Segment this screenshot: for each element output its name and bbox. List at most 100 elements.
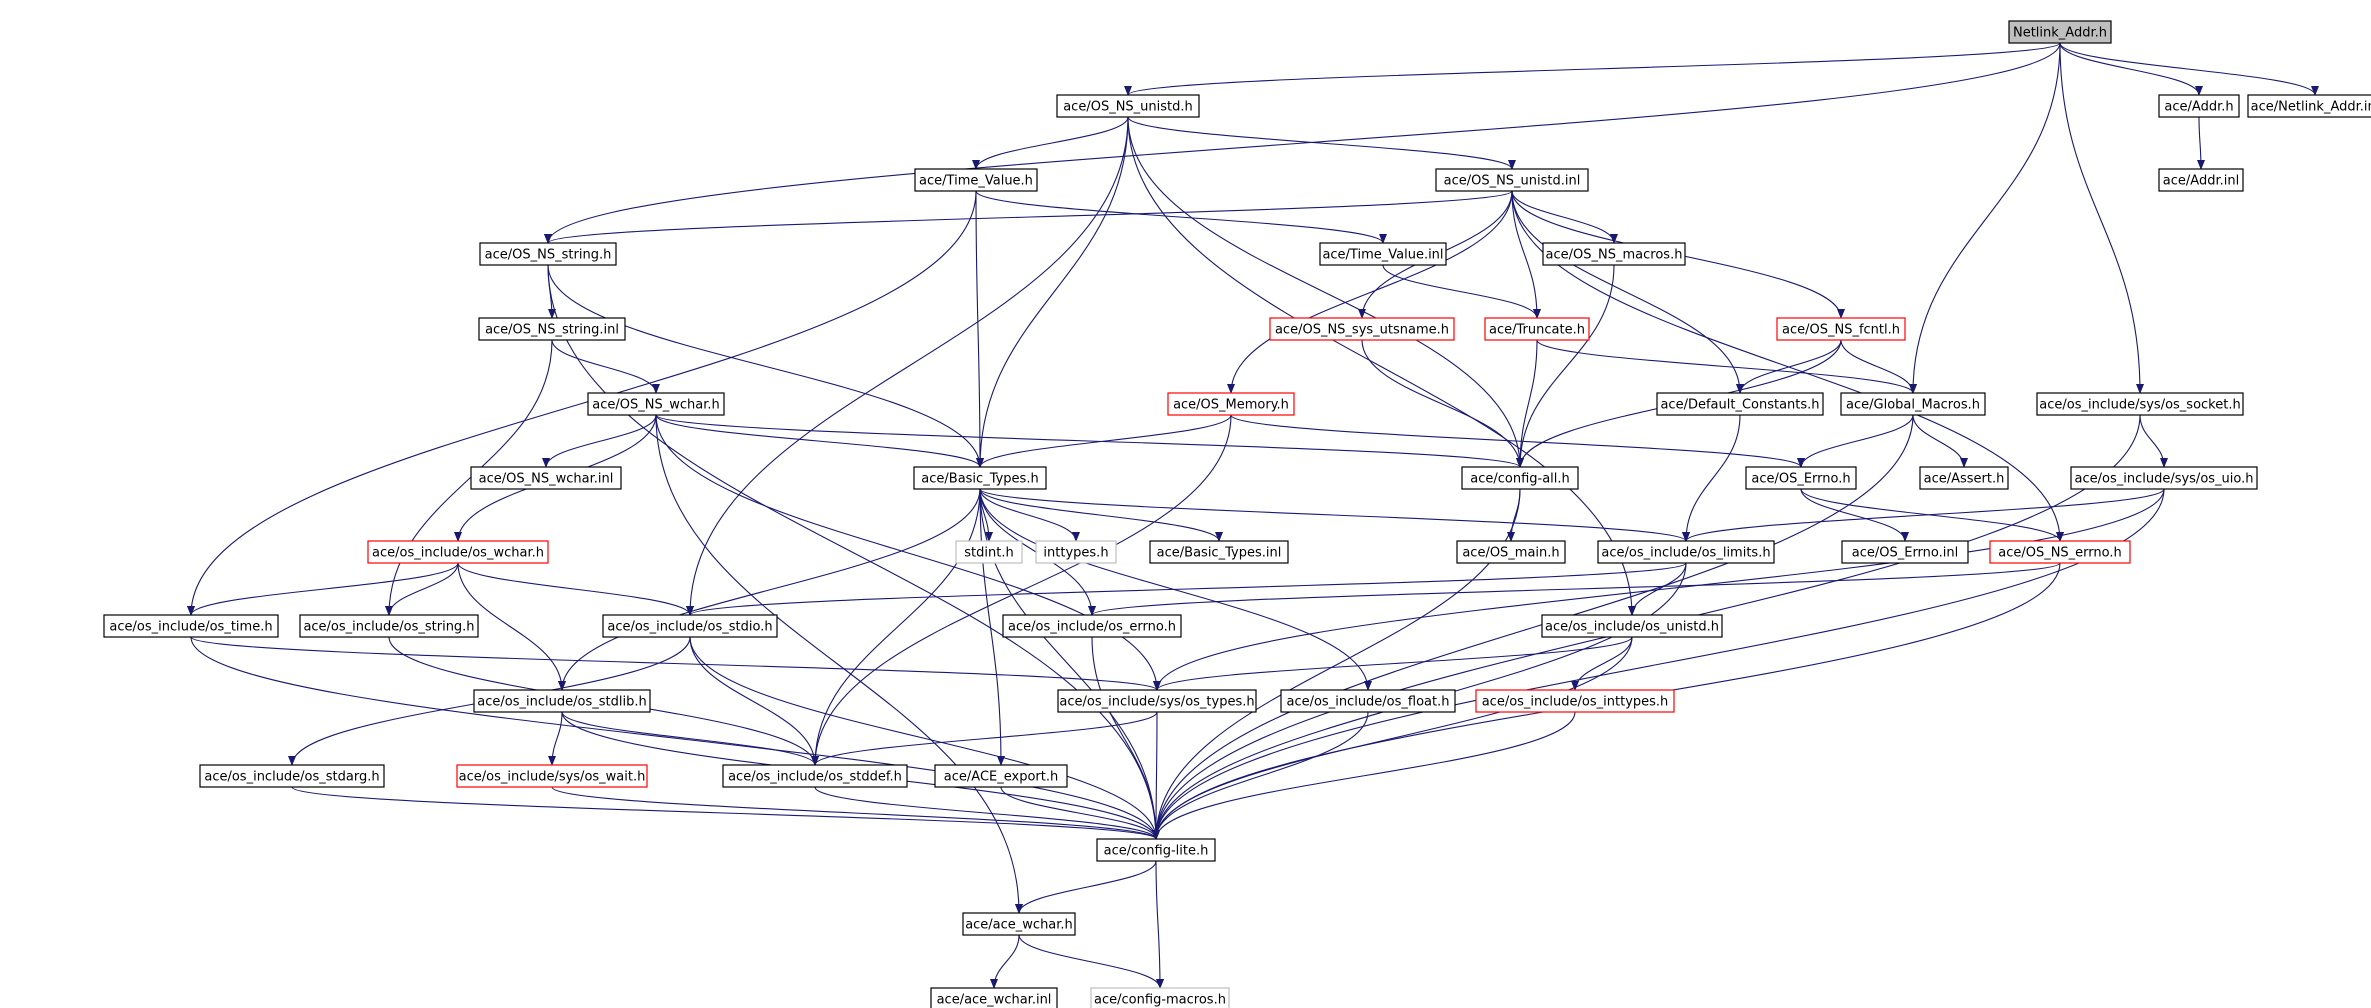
node-box[interactable] [1269,317,1455,341]
node-default-constants-h[interactable]: ace/Default_Constants.h [1656,392,1824,416]
node-box[interactable] [1475,689,1675,713]
node-box[interactable] [1461,466,1579,490]
node-os-errno-inc-h[interactable]: ace/os_include/os_errno.h [1002,614,1182,638]
node-os-stdio-h[interactable]: ace/os_include/os_stdio.h [602,614,778,638]
node-os-time-h[interactable]: ace/os_include/os_time.h [103,614,279,638]
node-box[interactable] [479,242,617,266]
node-ace-wchar-h[interactable]: ace/ace_wchar.h [962,912,1076,936]
node-box[interactable] [473,689,651,713]
node-box[interactable] [367,540,549,564]
node-os-uio-h[interactable]: ace/os_include/sys/os_uio.h [2070,466,2258,490]
node-os-ns-sys-utsname-h[interactable]: ace/OS_NS_sys_utsname.h [1269,317,1455,341]
node-os-memory-h[interactable]: ace/OS_Memory.h [1167,392,1295,416]
node-box[interactable] [456,764,648,788]
node-box[interactable] [1456,540,1566,564]
node-box[interactable] [1096,838,1216,862]
node-box[interactable] [2158,94,2240,118]
node-os-ns-unistd-inl[interactable]: ace/OS_NS_unistd.inl [1435,168,1589,192]
node-box[interactable] [1542,242,1686,266]
node-box[interactable] [103,614,279,638]
node-box[interactable] [2070,466,2258,490]
node-os-ns-errno-h[interactable]: ace/OS_NS_errno.h [1989,540,2131,564]
node-global-macros-h[interactable]: ace/Global_Macros.h [1840,392,1986,416]
node-box[interactable] [1656,392,1824,416]
node-time-value-h[interactable]: ace/Time_Value.h [914,168,1038,192]
node-box[interactable] [2158,168,2244,192]
node-box[interactable] [914,168,1038,192]
node-box[interactable] [1989,540,2131,564]
node-os-ns-fcntl-h[interactable]: ace/OS_NS_fcntl.h [1776,317,1906,341]
node-box[interactable] [722,764,908,788]
node-box[interactable] [962,912,1076,936]
node-os-types-h[interactable]: ace/os_include/sys/os_types.h [1057,689,1257,713]
node-netlink-addr-h[interactable]: Netlink_Addr.h [2008,20,2112,44]
node-box[interactable] [930,987,1058,1008]
node-os-wchar-h[interactable]: ace/os_include/os_wchar.h [367,540,549,564]
node-config-macros-h[interactable]: ace/config-macros.h [1090,987,1230,1008]
node-box[interactable] [2008,20,2112,44]
node-box[interactable] [1002,614,1182,638]
node-box[interactable] [1919,466,2009,490]
node-stdint-h[interactable]: stdint.h [955,540,1023,564]
node-box[interactable] [1149,540,1289,564]
node-os-float-h[interactable]: ace/os_include/os_float.h [1280,689,1456,713]
node-os-socket-h[interactable]: ace/os_include/sys/os_socket.h [2036,392,2244,416]
node-box[interactable] [1541,614,1723,638]
node-os-errno-h[interactable]: ace/OS_Errno.h [1745,466,1857,490]
node-config-all-h[interactable]: ace/config-all.h [1461,466,1579,490]
node-os-ns-string-h[interactable]: ace/OS_NS_string.h [479,242,617,266]
node-box[interactable] [1035,540,1117,564]
node-config-lite-h[interactable]: ace/config-lite.h [1096,838,1216,862]
node-basic-types-h[interactable]: ace/Basic_Types.h [913,466,1047,490]
node-netlink-addr-inl[interactable]: ace/Netlink_Addr.inl [2247,94,2371,118]
node-os-main-h[interactable]: ace/OS_main.h [1456,540,1566,564]
node-os-stddef-h[interactable]: ace/os_include/os_stddef.h [722,764,908,788]
node-box[interactable] [934,764,1068,788]
node-ace-wchar-inl[interactable]: ace/ace_wchar.inl [930,987,1058,1008]
node-box[interactable] [2036,392,2244,416]
node-box[interactable] [1280,689,1456,713]
node-os-stdarg-h[interactable]: ace/os_include/os_stdarg.h [199,764,385,788]
node-os-ns-wchar-inl[interactable]: ace/OS_NS_wchar.inl [470,466,622,490]
node-box[interactable] [1597,540,1775,564]
node-os-inttypes-h[interactable]: ace/os_include/os_inttypes.h [1475,689,1675,713]
node-box[interactable] [1167,392,1295,416]
node-box[interactable] [470,466,622,490]
node-box[interactable] [1057,689,1257,713]
node-box[interactable] [1090,987,1230,1008]
node-box[interactable] [1776,317,1906,341]
node-addr-inl[interactable]: ace/Addr.inl [2158,168,2244,192]
node-box[interactable] [299,614,479,638]
node-os-limits-h[interactable]: ace/os_include/os_limits.h [1597,540,1775,564]
node-box[interactable] [1484,317,1590,341]
node-box[interactable] [1056,94,1200,118]
node-os-stdlib-h[interactable]: ace/os_include/os_stdlib.h [473,689,651,713]
node-box[interactable] [1435,168,1589,192]
node-basic-types-inl[interactable]: ace/Basic_Types.inl [1149,540,1289,564]
node-box[interactable] [955,540,1023,564]
node-box[interactable] [199,764,385,788]
node-box[interactable] [1841,540,1969,564]
node-os-errno-inl[interactable]: ace/OS_Errno.inl [1841,540,1969,564]
node-box[interactable] [1840,392,1986,416]
node-box[interactable] [1745,466,1857,490]
node-os-ns-string-inl[interactable]: ace/OS_NS_string.inl [478,317,626,341]
node-os-ns-wchar-h[interactable]: ace/OS_NS_wchar.h [587,392,725,416]
node-box[interactable] [478,317,626,341]
node-inttypes-h[interactable]: inttypes.h [1035,540,1117,564]
node-box[interactable] [587,392,725,416]
node-os-unistd-h[interactable]: ace/os_include/os_unistd.h [1541,614,1723,638]
node-box[interactable] [602,614,778,638]
node-box[interactable] [913,466,1047,490]
node-os-string-h[interactable]: ace/os_include/os_string.h [299,614,479,638]
node-addr-h[interactable]: ace/Addr.h [2158,94,2240,118]
node-assert-h[interactable]: ace/Assert.h [1919,466,2009,490]
node-box[interactable] [1319,242,1447,266]
node-os-ns-unistd-h[interactable]: ace/OS_NS_unistd.h [1056,94,1200,118]
node-truncate-h[interactable]: ace/Truncate.h [1484,317,1590,341]
node-time-value-inl[interactable]: ace/Time_Value.inl [1319,242,1447,266]
node-ace-export-h[interactable]: ace/ACE_export.h [934,764,1068,788]
node-os-wait-h[interactable]: ace/os_include/sys/os_wait.h [456,764,648,788]
node-box[interactable] [2247,94,2371,118]
node-os-ns-macros-h[interactable]: ace/OS_NS_macros.h [1542,242,1686,266]
